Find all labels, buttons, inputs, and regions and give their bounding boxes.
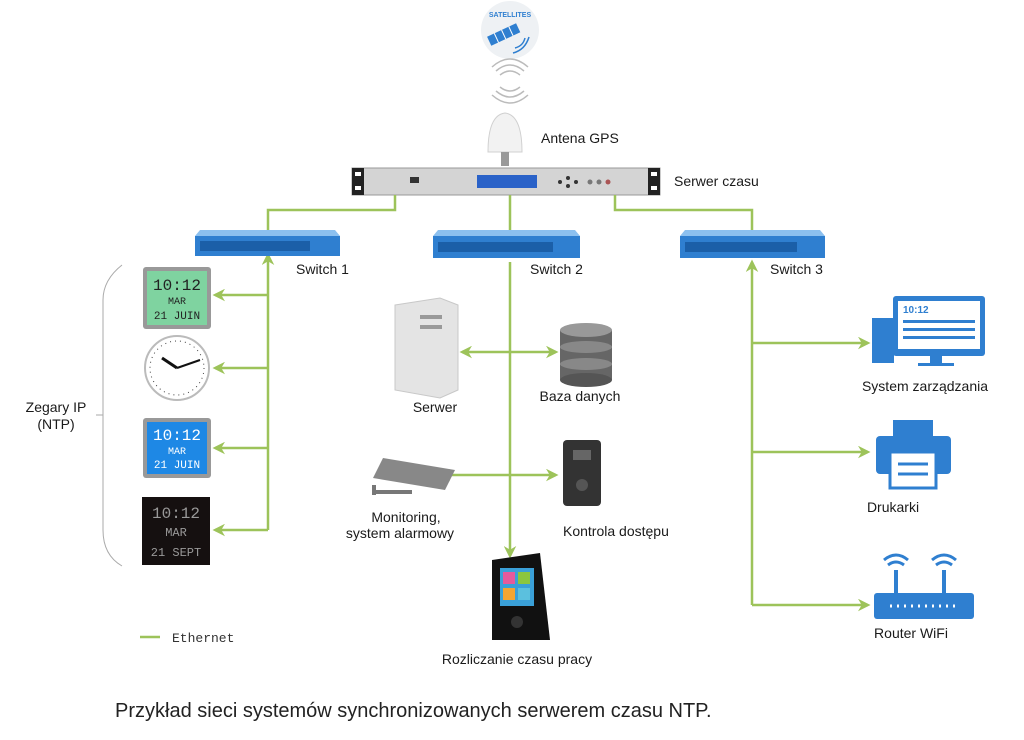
server-label: Serwer czasu xyxy=(674,173,759,189)
satellite-icon: SATELLITES xyxy=(481,1,539,59)
management-system-icon: 10:12 xyxy=(872,296,985,366)
time-terminal-icon xyxy=(492,553,550,640)
printer-icon xyxy=(876,420,951,490)
access-control-icon xyxy=(563,440,601,506)
svg-text:10:12: 10:12 xyxy=(153,427,201,445)
satellite-label: SATELLITES xyxy=(489,12,532,19)
time-attendance-label: Rozliczanie czasu pracy xyxy=(442,651,592,667)
analog-clock-icon xyxy=(144,335,210,401)
database-label: Baza danych xyxy=(540,388,621,404)
gps-antenna-icon xyxy=(487,112,523,166)
server-tower-icon xyxy=(394,297,459,399)
clock-green-icon: 10:12 MAR 21 JUIN xyxy=(143,267,211,329)
management-system-label: System zarządzania xyxy=(862,378,988,394)
switch-3-icon xyxy=(680,230,825,258)
monitoring-sublabel: system alarmowy xyxy=(346,525,454,541)
printers-label: Drukarki xyxy=(867,499,919,515)
switch-2-label: Switch 2 xyxy=(530,261,583,277)
cctv-camera-icon xyxy=(372,458,455,495)
ethernet-links xyxy=(212,195,871,612)
svg-text:10:12: 10:12 xyxy=(152,505,200,523)
clock-group-brace xyxy=(102,264,123,567)
svg-text:MAR: MAR xyxy=(168,447,186,458)
svg-text:21 JUIN: 21 JUIN xyxy=(154,460,200,472)
switch-1-icon xyxy=(195,230,340,256)
svg-text:10:12: 10:12 xyxy=(153,277,201,295)
svg-text:MAR: MAR xyxy=(165,526,187,540)
diagram-caption: Przykład sieci systemów synchronizowanyc… xyxy=(115,700,712,722)
svg-text:21 SEPT: 21 SEPT xyxy=(151,546,201,560)
clock-black-icon: 10:12 MAR 21 SEPT xyxy=(142,497,210,565)
clock-blue-icon: 10:12 MAR 21 JUIN xyxy=(143,418,211,478)
ethernet-legend-label: Ethernet xyxy=(172,631,234,646)
access-control-label: Kontrola dostępu xyxy=(563,523,669,539)
switch-1-label: Switch 1 xyxy=(296,261,349,277)
clock-group-sublabel: (NTP) xyxy=(37,416,74,432)
wifi-router-icon xyxy=(874,553,974,619)
switch-3-label: Switch 3 xyxy=(770,261,823,277)
server-device-label: Serwer xyxy=(413,399,458,415)
svg-text:10:12: 10:12 xyxy=(903,305,929,316)
monitoring-label: Monitoring, xyxy=(371,509,440,525)
database-icon xyxy=(560,323,612,387)
antenna-label: Antena GPS xyxy=(541,130,619,146)
signal-waves-icon xyxy=(491,58,529,104)
svg-text:21 JUIN: 21 JUIN xyxy=(154,311,200,323)
clock-group-label: Zegary IP xyxy=(26,399,87,415)
svg-text:MAR: MAR xyxy=(168,297,186,308)
router-label: Router WiFi xyxy=(874,625,948,641)
time-server-icon xyxy=(351,167,661,196)
switch-2-icon xyxy=(433,230,580,258)
